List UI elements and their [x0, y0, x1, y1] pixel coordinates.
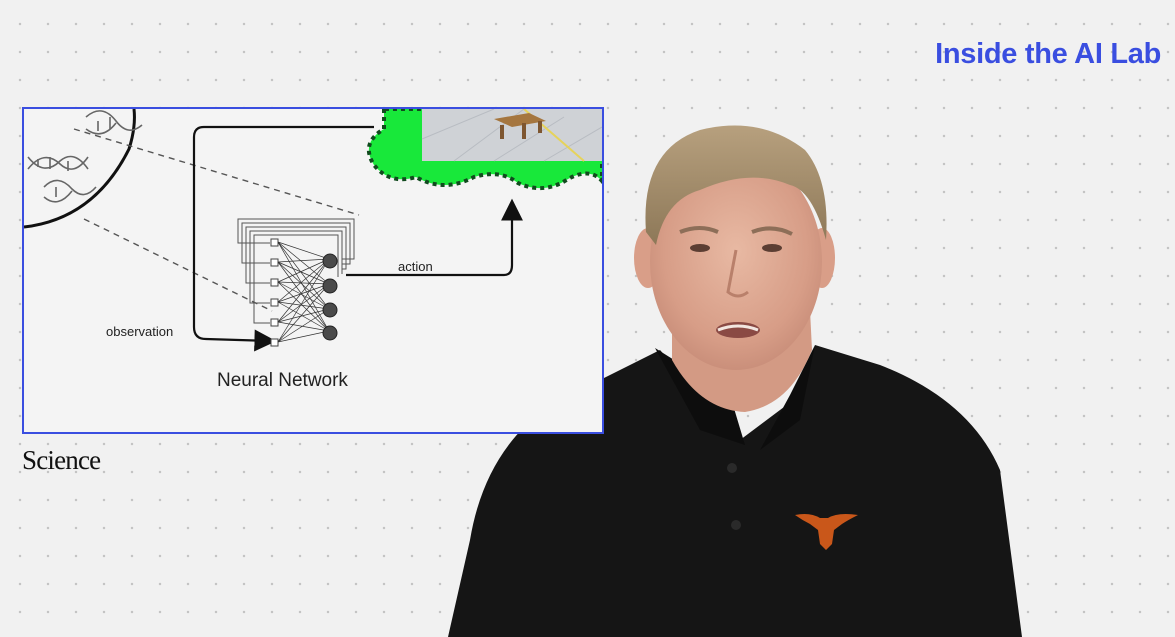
longhorn-logo-icon [795, 514, 858, 550]
genome-circle [24, 109, 136, 229]
neural-network-diagram: observation action Neural Network [24, 109, 602, 391]
show-title: Inside the AI Lab [935, 38, 1161, 70]
output-nodes [322, 253, 338, 341]
shirt-collar [655, 348, 745, 445]
input-nodes [270, 238, 279, 347]
figure-panel: observation action Neural Network [22, 107, 604, 434]
presenter-face [650, 154, 822, 370]
table-icon [494, 113, 546, 139]
dna-icon [27, 110, 143, 203]
network-label: Neural Network [217, 370, 348, 391]
action-label: action [398, 259, 433, 274]
source-label: Science [22, 445, 101, 475]
network-connections [277, 241, 330, 343]
presenter-hair [645, 125, 827, 245]
observation-label: observation [106, 324, 173, 339]
presenter-mouth [716, 322, 760, 338]
recurrent-loops [237, 218, 355, 324]
